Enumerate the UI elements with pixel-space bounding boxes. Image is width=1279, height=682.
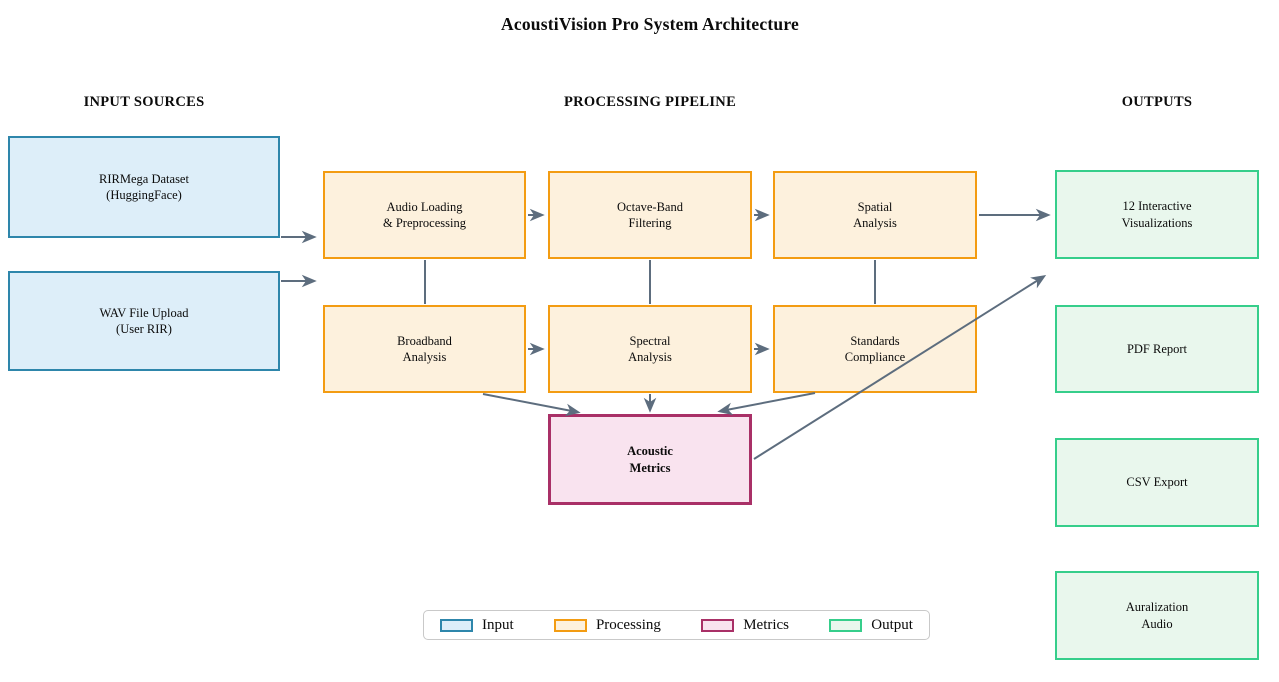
arrow-broadband-to-metrics xyxy=(482,393,581,417)
legend-item-metrics: Metrics xyxy=(701,617,789,634)
node-acoustic-metrics: Acoustic Metrics xyxy=(548,414,752,505)
node-rirmega-dataset: RIRMega Dataset (HuggingFace) xyxy=(8,136,280,238)
legend: Input Processing Metrics Output xyxy=(423,610,930,640)
legend-swatch-processing xyxy=(553,618,587,632)
column-header-outputs: OUTPUTS xyxy=(1121,94,1193,110)
legend-label-processing: Processing xyxy=(595,616,661,633)
page-title: AcoustiVision Pro System Architecture xyxy=(501,14,799,34)
legend-item-output: Output xyxy=(829,617,913,634)
legend-item-processing: Processing xyxy=(553,616,661,634)
node-interactive-visualizations: 12 Interactive Visualizations xyxy=(1055,170,1259,259)
node-auralization-audio: Auralization Audio xyxy=(1055,571,1259,660)
node-wav-file-upload: WAV File Upload (User RIR) xyxy=(8,271,280,371)
legend-label-input: Input xyxy=(482,616,514,633)
node-broadband-analysis: Broadband Analysis xyxy=(323,305,526,393)
node-audio-loading-preprocessing: Audio Loading & Preprocessing xyxy=(323,171,526,259)
legend-item-input: Input xyxy=(440,617,514,634)
node-csv-export: CSV Export xyxy=(1055,438,1259,527)
column-header-processing-pipeline: PROCESSING PIPELINE xyxy=(563,94,737,110)
legend-swatch-input xyxy=(440,618,473,632)
node-pdf-report: PDF Report xyxy=(1055,305,1259,393)
node-standards-compliance: Standards Compliance xyxy=(773,305,977,393)
legend-label-output: Output xyxy=(871,616,913,633)
node-spectral-analysis: Spectral Analysis xyxy=(548,305,752,393)
legend-swatch-output xyxy=(829,618,863,632)
node-spatial-analysis: Spatial Analysis xyxy=(773,171,977,259)
legend-label-metrics: Metrics xyxy=(743,616,790,633)
column-header-input-sources: INPUT SOURCES xyxy=(83,94,205,110)
arrow-standards-to-metrics xyxy=(717,392,816,416)
node-octave-band-filtering: Octave-Band Filtering xyxy=(548,171,752,259)
legend-swatch-metrics xyxy=(701,618,735,632)
